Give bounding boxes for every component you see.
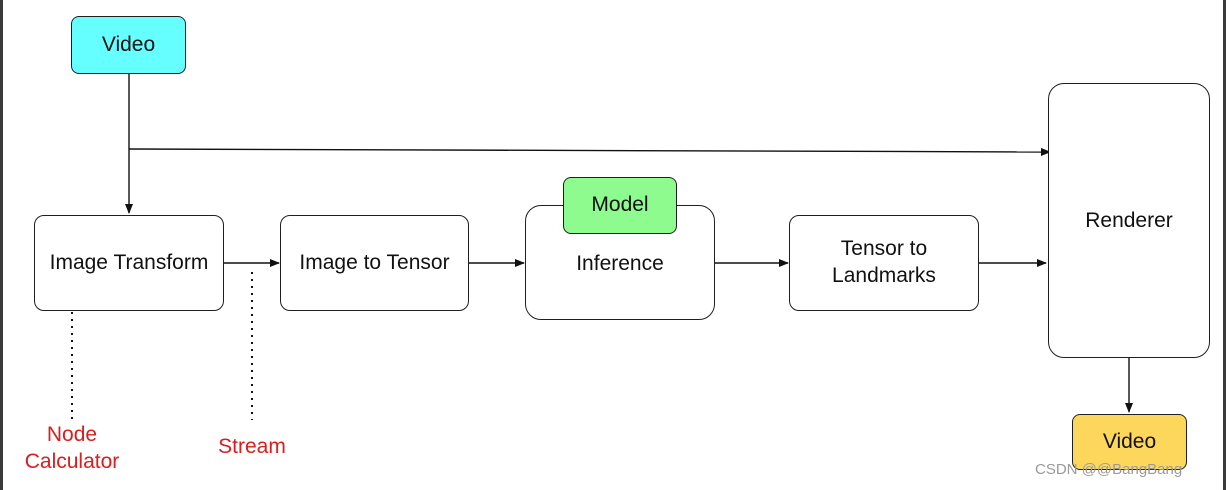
model-label: Model — [591, 193, 649, 217]
video-input-node[interactable]: Video — [71, 16, 186, 74]
image-transform-label: Image Transform — [49, 250, 209, 274]
model-node[interactable]: Model — [563, 177, 677, 234]
stream-annotation: Stream — [218, 435, 286, 458]
node-calculator-annotation: Node Calculator — [24, 423, 120, 474]
image-to-tensor-label: Image to Tensor — [299, 250, 450, 274]
tensor-to-landmarks-node[interactable]: Tensor to Landmarks — [789, 215, 979, 311]
renderer-label: Renderer — [1085, 209, 1173, 232]
renderer-node[interactable]: Renderer — [1048, 83, 1210, 358]
csdn-watermark: CSDN @@BangBang — [1035, 461, 1183, 478]
window-border-right — [1223, 0, 1226, 490]
video-output-node[interactable]: Video — [1072, 414, 1187, 470]
inference-label: Inference — [576, 252, 664, 276]
image-to-tensor-node[interactable]: Image to Tensor — [280, 215, 469, 311]
video-input-label: Video — [101, 32, 156, 56]
tensor-to-landmarks-label: Tensor to Landmarks — [832, 237, 936, 287]
video-output-label: Video — [1102, 429, 1157, 453]
window-border-left — [0, 0, 3, 490]
image-transform-node[interactable]: Image Transform — [34, 215, 224, 311]
edge-video-to-renderer — [128, 147, 1051, 156]
